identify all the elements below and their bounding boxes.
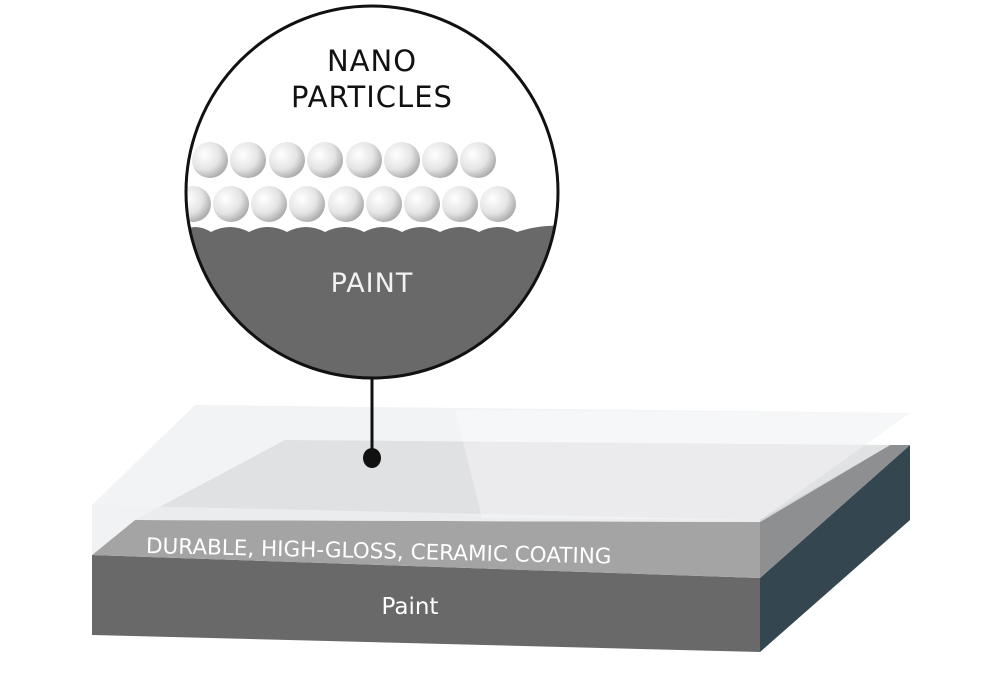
nano-particle <box>480 186 516 222</box>
coating-front-band <box>92 520 760 578</box>
transparent-top-face <box>92 405 910 520</box>
gloss-highlight <box>455 410 910 520</box>
nano-particle <box>307 142 343 178</box>
nano-particle <box>366 186 402 222</box>
nano-particle <box>422 142 458 178</box>
paint-front-face <box>92 555 760 652</box>
callout-circle <box>184 4 560 380</box>
nano-particle <box>442 186 478 222</box>
nano-particle <box>328 186 364 222</box>
coated-slab <box>92 405 910 652</box>
nano-particle <box>269 142 305 178</box>
paint-label: Paint <box>381 594 439 620</box>
nano-particles <box>186 142 516 222</box>
nano-particle <box>460 142 496 178</box>
nano-title-line1: NANO <box>326 44 418 78</box>
coating-side-strip <box>760 445 910 578</box>
nano-particle <box>404 186 440 222</box>
nano-particle <box>213 186 249 222</box>
nano-particle <box>230 142 266 178</box>
slab-side-face <box>760 445 910 652</box>
nano-particle <box>346 142 382 178</box>
nano-title-line2: PARTICLES <box>291 80 453 114</box>
nano-particle <box>251 186 287 222</box>
nano-particle <box>192 142 228 178</box>
nano-particle <box>186 186 211 222</box>
nano-particle <box>289 186 325 222</box>
nano-particle <box>384 142 420 178</box>
leader-dot <box>363 448 381 468</box>
transparent-front-strip <box>92 505 760 555</box>
callout-paint-label: PAINT <box>330 268 414 299</box>
